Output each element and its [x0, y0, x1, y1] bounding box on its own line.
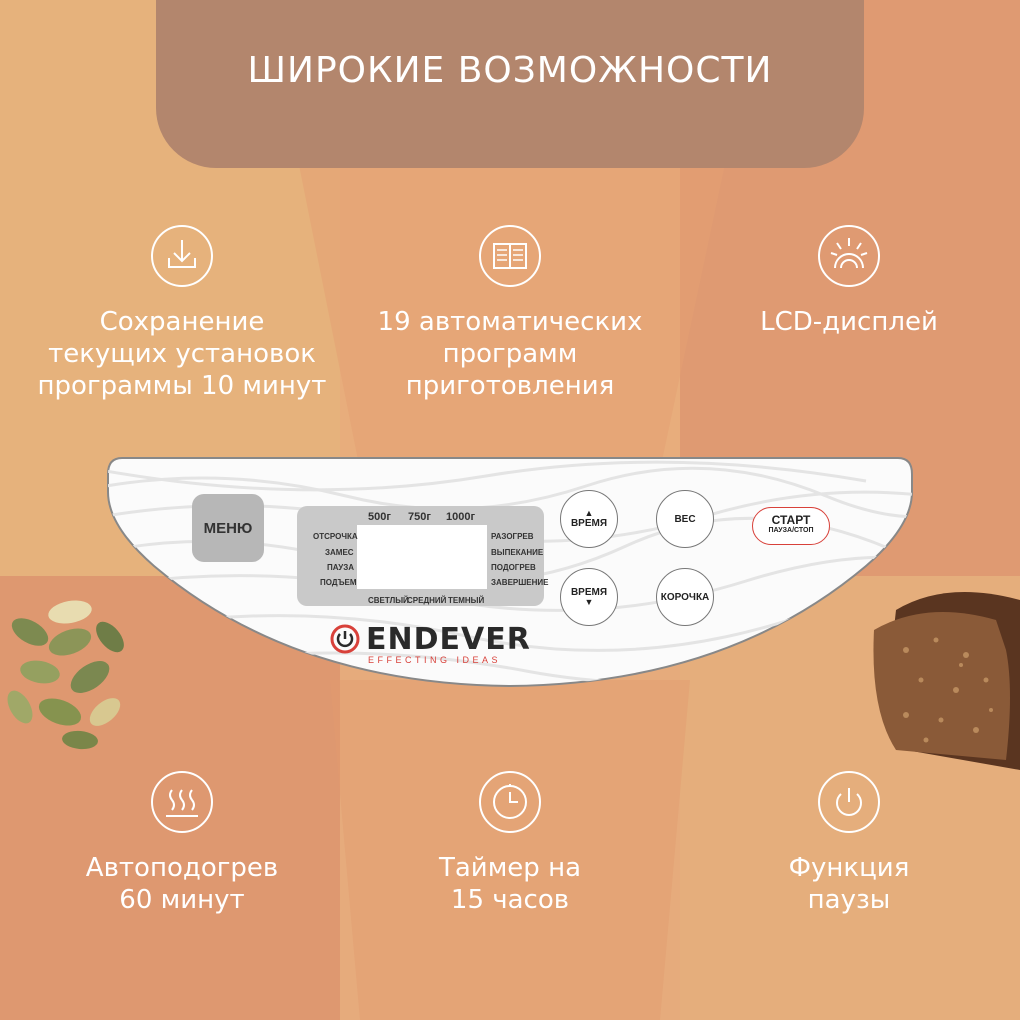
- heat-waves-icon: [151, 771, 213, 833]
- menu-button[interactable]: МЕНЮ: [192, 494, 264, 562]
- feature-pause: Функция паузы: [689, 770, 1009, 916]
- page-title: ШИРОКИЕ ВОЗМОЖНОСТИ: [247, 50, 773, 91]
- feature-lcd: LCD-дисплей: [689, 224, 1009, 338]
- weight-label-1000: 1000г: [446, 511, 476, 523]
- start-sub-label: ПАУЗА/СТОП: [768, 527, 814, 534]
- weight-label-750: 750г: [408, 511, 431, 523]
- crust-label: СРЕДНИЙ: [407, 596, 447, 605]
- feature-text: LCD-дисплей: [760, 307, 938, 337]
- feature-save-settings: Сохранение текущих установок программы 1…: [22, 224, 342, 402]
- feature-text: Функция паузы: [788, 853, 910, 915]
- power-icon: [818, 771, 880, 833]
- recipe-book-icon: [479, 225, 541, 287]
- download-tray-icon: [151, 225, 213, 287]
- start-button[interactable]: СТАРТ ПАУЗА/СТОП: [752, 507, 830, 545]
- crust-button[interactable]: КОРОЧКА: [656, 568, 714, 626]
- weight-button[interactable]: ВЕС: [656, 490, 714, 548]
- stage-label: ПАУЗА: [327, 563, 354, 572]
- weight-label-500: 500г: [368, 511, 391, 523]
- start-label: СТАРТ: [771, 513, 811, 527]
- stage-label: РАЗОГРЕВ: [491, 532, 534, 541]
- arrow-down-icon: ▼: [584, 597, 594, 607]
- stage-label: ОТСРОЧКА: [313, 532, 358, 541]
- bread-slices-image: [873, 592, 1020, 770]
- pumpkin-seeds-image: [7, 600, 124, 750]
- crust-label: КОРОЧКА: [660, 591, 710, 603]
- lcd-screen: [357, 525, 487, 589]
- weight-label: ВЕС: [674, 513, 696, 525]
- clock-icon: [479, 771, 541, 833]
- feature-timer: Таймер на 15 часов: [350, 770, 670, 916]
- time-down-button[interactable]: ВРЕМЯ ▼: [560, 568, 618, 626]
- crust-label: ТЕМНЫЙ: [448, 596, 485, 605]
- brand-logo: ENDEVER: [366, 622, 531, 657]
- lcd-display-icon: [818, 225, 880, 287]
- brand-tagline: EFFECTING IDEAS: [368, 655, 502, 665]
- time-down-label: ВРЕМЯ: [570, 587, 608, 598]
- stage-label: ЗАВЕРШЕНИЕ: [491, 578, 549, 587]
- title-banner: [156, 0, 864, 168]
- feature-text: Автоподогрев 60 минут: [85, 853, 279, 915]
- stage-label: ПОДОГРЕВ: [491, 563, 536, 572]
- arrow-up-icon: ▲: [584, 508, 594, 518]
- stage-label: ПОДЪЕМ: [320, 578, 357, 587]
- feature-autoheat: Автоподогрев 60 минут: [22, 770, 342, 916]
- power-logo-icon: [330, 624, 360, 654]
- stage-label: ВЫПЕКАНИЕ: [491, 548, 544, 557]
- feature-programs: 19 автоматических программ приготовления: [350, 224, 670, 402]
- time-up-label: ВРЕМЯ: [570, 518, 608, 529]
- feature-text: Сохранение текущих установок программы 1…: [37, 307, 327, 401]
- feature-text: Таймер на 15 часов: [438, 853, 582, 915]
- time-up-button[interactable]: ▲ ВРЕМЯ: [560, 490, 618, 548]
- stage-label: ЗАМЕС: [325, 548, 354, 557]
- crust-label: СВЕТЛЫЙ: [368, 596, 409, 605]
- feature-text: 19 автоматических программ приготовления: [377, 307, 643, 401]
